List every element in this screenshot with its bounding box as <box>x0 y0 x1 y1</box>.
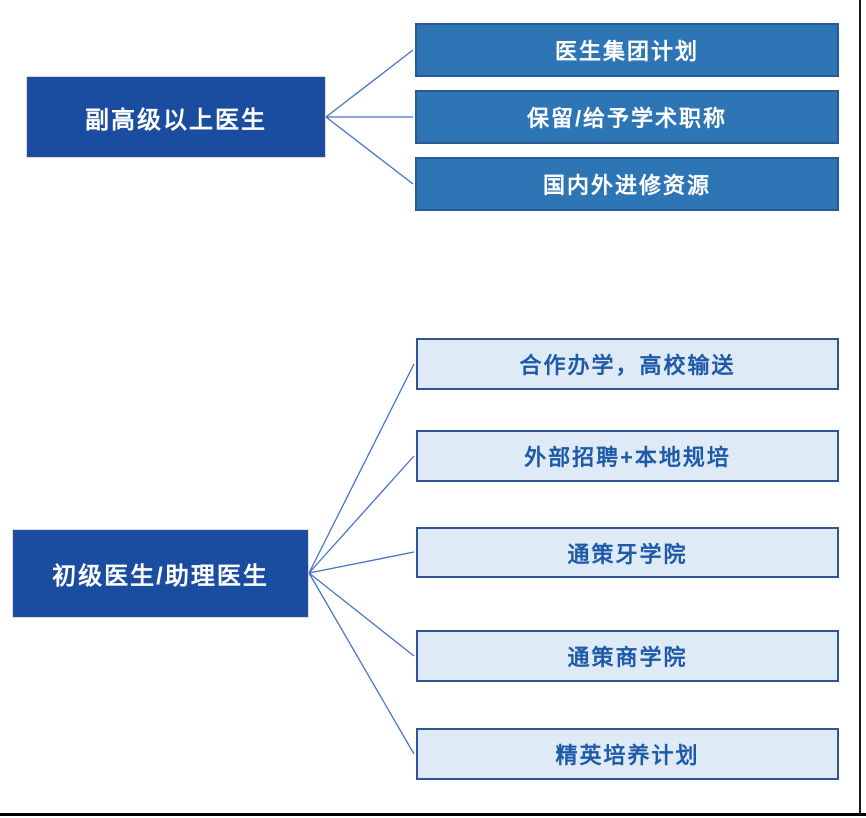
training-resources-box: 国内外进修资源 <box>415 157 839 211</box>
academic-title-label: 保留/给予学术职称 <box>526 106 728 131</box>
cooperative-education-box: 合作办学，高校输送 <box>416 338 839 390</box>
senior-doctors-source-box: 副高级以上医生 <box>27 77 325 157</box>
doctor-group-plan-box: 医生集团计划 <box>415 23 839 77</box>
elite-training-label: 精英培养计划 <box>555 743 700 768</box>
page-bottom-border-line <box>0 813 866 816</box>
connector-bottom-5 <box>308 572 415 755</box>
academic-title-box: 保留/给予学术职称 <box>415 90 839 144</box>
senior-doctors-label: 副高级以上医生 <box>85 106 267 134</box>
external-recruitment-box: 外部招聘+本地规培 <box>416 430 839 482</box>
connector-bottom-2 <box>308 455 415 574</box>
business-school-box: 通策商学院 <box>416 630 839 682</box>
junior-doctors-label: 初级医生/助理医生 <box>52 563 269 590</box>
connector-top-3 <box>325 116 414 185</box>
junior-doctors-source-box: 初级医生/助理医生 <box>13 530 308 617</box>
training-resources-label: 国内外进修资源 <box>542 173 711 198</box>
dental-college-label: 通策牙学院 <box>567 541 688 567</box>
external-recruitment-label: 外部招聘+本地规培 <box>524 445 731 470</box>
connector-bottom-3 <box>308 551 415 574</box>
business-school-label: 通策商学院 <box>567 645 688 670</box>
doctor-group-plan-label: 医生集团计划 <box>554 39 699 64</box>
page-right-border-line <box>859 0 861 814</box>
dental-college-box: 通策牙学院 <box>416 527 839 578</box>
cooperative-education-label: 合作办学，高校输送 <box>519 353 736 378</box>
connector-bottom-1 <box>308 363 415 574</box>
connector-top-1 <box>325 49 414 118</box>
connector-bottom-4 <box>308 572 415 657</box>
elite-training-box: 精英培养计划 <box>416 728 839 780</box>
